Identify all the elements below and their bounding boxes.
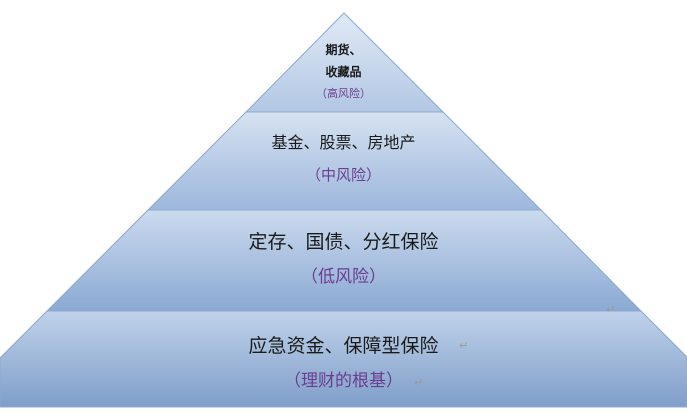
layer-3-risk-label: （低风险） xyxy=(301,267,386,287)
layer-top-risk-label: （高风险） xyxy=(316,87,371,100)
paragraph-mark-icon: ↵ xyxy=(414,376,424,389)
pyramid-layer-upper-middle xyxy=(146,111,543,211)
paragraph-mark-icon: ↵ xyxy=(459,339,469,352)
layer-3-title: 定存、国债、分红保险 xyxy=(248,231,439,253)
layer-base-risk-label: （理财的根基） xyxy=(284,371,403,391)
layer-2-title: 基金、股票、房地产 xyxy=(271,133,416,152)
paragraph-mark-icon: ↵ xyxy=(606,303,616,316)
layer-top-title-line1: 期货、 xyxy=(325,43,362,57)
layer-2-risk-label: （中风险） xyxy=(305,166,381,184)
layer-top-title-line2: 收藏品 xyxy=(325,65,362,79)
pyramid-layer-base xyxy=(0,310,687,408)
pyramid-layer-lower-middle xyxy=(45,209,643,312)
layer-base-title: 应急资金、保障型保险 xyxy=(248,335,439,357)
